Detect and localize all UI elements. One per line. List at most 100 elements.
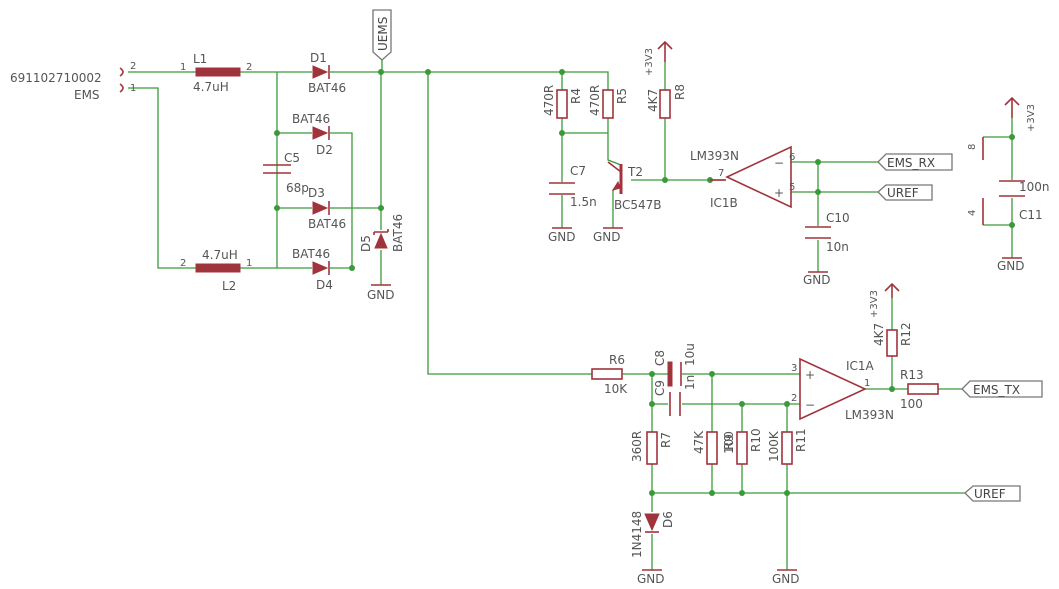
diode-d1: D1 BAT46 — [308, 51, 346, 95]
opamp-ic1b-pin-out: 7 — [718, 168, 724, 179]
connector-pin1: 1 — [130, 83, 136, 94]
capacitor-c9: C9 1n — [653, 375, 697, 416]
capacitor-c9-name: C9 — [653, 380, 667, 396]
diode-d3: D3 BAT46 — [308, 186, 346, 231]
resistor-r9: 47K R9 — [692, 430, 736, 465]
diode-d5-value: BAT46 — [391, 214, 405, 252]
opamp-ic1b-minus: − — [774, 156, 784, 170]
gnd-label-c10: GND — [803, 273, 831, 287]
inductor-l1: L1 4.7uH 1 2 — [180, 52, 252, 94]
resistor-r11: 100K R11 — [767, 428, 808, 465]
diode-d3-value: BAT46 — [308, 217, 346, 231]
resistor-r7: 360R R7 — [630, 431, 673, 465]
capacitor-c11-name: C11 — [1019, 208, 1043, 222]
capacitor-c8-name: C8 — [653, 350, 667, 366]
inductor-l2: 4.7uH L2 2 1 — [180, 248, 252, 293]
resistor-r8: +3V3 4K7 R8 — [644, 40, 687, 119]
resistor-r13-name: R13 — [900, 368, 924, 382]
gnd-label-t2: GND — [593, 230, 621, 244]
capacitor-c10: C10 10n — [805, 211, 850, 254]
power-unit: 8 4 +3V3 — [967, 96, 1037, 225]
resistor-r4-value: 470R — [542, 85, 556, 116]
inductor-l1-pin1: 1 — [180, 62, 186, 73]
net-tag-uems-label: UEMS — [376, 17, 390, 51]
inductor-l2-name: L2 — [222, 279, 236, 293]
net-tag-ems-tx: EMS_TX — [961, 380, 1043, 398]
net-tag-uref-top: UREF — [877, 184, 933, 201]
net-tag-ems-rx: EMS_RX — [877, 153, 953, 171]
diode-d3-name: D3 — [308, 186, 325, 200]
transistor-t2-value: BC547B — [614, 198, 662, 212]
capacitor-c5-value: 68p — [286, 181, 309, 195]
diode-d1-name: D1 — [310, 51, 327, 65]
opamp-ic1b-pin-noninv: 5 — [789, 182, 795, 193]
resistor-r11-value: 100K — [767, 430, 781, 462]
resistor-r6-name: R6 — [609, 353, 625, 367]
capacitor-c11-value: 100n — [1019, 180, 1050, 194]
opamp-ic1a-name: IC1A — [846, 359, 875, 373]
inductor-l1-value: 4.7uH — [193, 80, 229, 94]
capacitor-c5-name: C5 — [284, 151, 300, 165]
resistor-r12-value: 4K7 — [872, 323, 886, 346]
gnd-label-c7: GND — [548, 230, 576, 244]
inductor-l1-pin2: 2 — [246, 62, 252, 73]
resistor-r7-name: R7 — [659, 432, 673, 448]
net-tag-ems-tx-label: EMS_TX — [973, 383, 1020, 397]
diode-d4: BAT46 D4 — [292, 247, 333, 292]
resistor-r10-name: R10 — [749, 428, 763, 452]
diode-d5-name: D5 — [359, 235, 373, 252]
resistor-r7-value: 360R — [630, 431, 644, 462]
gnd-label-r11: GND — [772, 572, 800, 586]
resistor-r9-name: R9 — [722, 434, 736, 450]
capacitor-c8: C8 10u — [653, 343, 697, 387]
opamp-ic1b-pin-inv: 6 — [789, 152, 795, 163]
opamp-ic1b-value: LM393N — [690, 149, 739, 163]
inductor-l2-pin1: 1 — [246, 258, 252, 269]
capacitor-c10-value: 10n — [826, 240, 849, 254]
diode-d2-name: D2 — [316, 143, 333, 157]
opamp-ic1b-name: IC1B — [710, 196, 738, 210]
transistor-t2: T2 BC547B — [607, 161, 662, 212]
diode-d2-value: BAT46 — [292, 112, 330, 126]
resistor-r10: 100 R10 — [722, 428, 763, 465]
opamp-ic1a-minus: − — [805, 398, 815, 412]
inductor-l2-value: 4.7uH — [202, 248, 238, 262]
capacitor-c7: C7 1.5n — [549, 164, 597, 209]
connector-name-label: EMS — [74, 88, 100, 102]
net-tag-uref-bottom-label: UREF — [974, 487, 1006, 501]
net-tag-ems-rx-label: EMS_RX — [887, 156, 935, 170]
resistor-r5: 470R R5 — [588, 85, 629, 119]
wires — [128, 60, 1013, 570]
supply-label-c11: +3V3 — [1026, 104, 1037, 132]
capacitor-c8-value: 10u — [683, 343, 697, 366]
supply-label-r8: +3V3 — [644, 48, 655, 76]
gnd-label-d5: GND — [367, 288, 395, 302]
capacitor-c9-value: 1n — [683, 375, 697, 390]
resistor-r6-value: 10K — [604, 382, 628, 396]
resistor-r4-name: R4 — [569, 88, 583, 104]
resistor-r13-value: 100 — [900, 397, 923, 411]
capacitor-c7-name: C7 — [570, 164, 586, 178]
power-unit-pin4: 4 — [967, 210, 978, 216]
diode-d6: 1N4148 D6 — [630, 511, 675, 558]
capacitor-c11: 100n C11 — [999, 180, 1050, 222]
supply-label-r12: +3V3 — [869, 290, 880, 318]
connector-pin2: 2 — [130, 61, 136, 72]
resistor-r12-name: R12 — [899, 322, 913, 346]
resistor-r9-value: 47K — [692, 430, 706, 454]
resistor-r11-name: R11 — [794, 428, 808, 452]
resistor-r6: R6 10K — [591, 353, 628, 396]
opamp-ic1a-pin-out: 1 — [864, 378, 870, 389]
capacitor-c5: C5 68p — [263, 151, 309, 195]
diode-d1-value: BAT46 — [308, 81, 346, 95]
resistor-r8-name: R8 — [673, 84, 687, 100]
net-tag-uref-top-label: UREF — [887, 186, 919, 200]
power-unit-pin8: 8 — [967, 144, 978, 150]
opamp-ic1a-plus: + — [805, 368, 815, 382]
opamp-ic1a: IC1A LM393N 3 2 1 + − — [791, 357, 894, 422]
opamp-ic1b: LM393N IC1B 7 6 5 − + — [690, 145, 795, 210]
capacitor-c10-name: C10 — [826, 211, 850, 225]
resistor-r4: 470R R4 — [542, 85, 583, 119]
resistor-r5-name: R5 — [615, 88, 629, 104]
